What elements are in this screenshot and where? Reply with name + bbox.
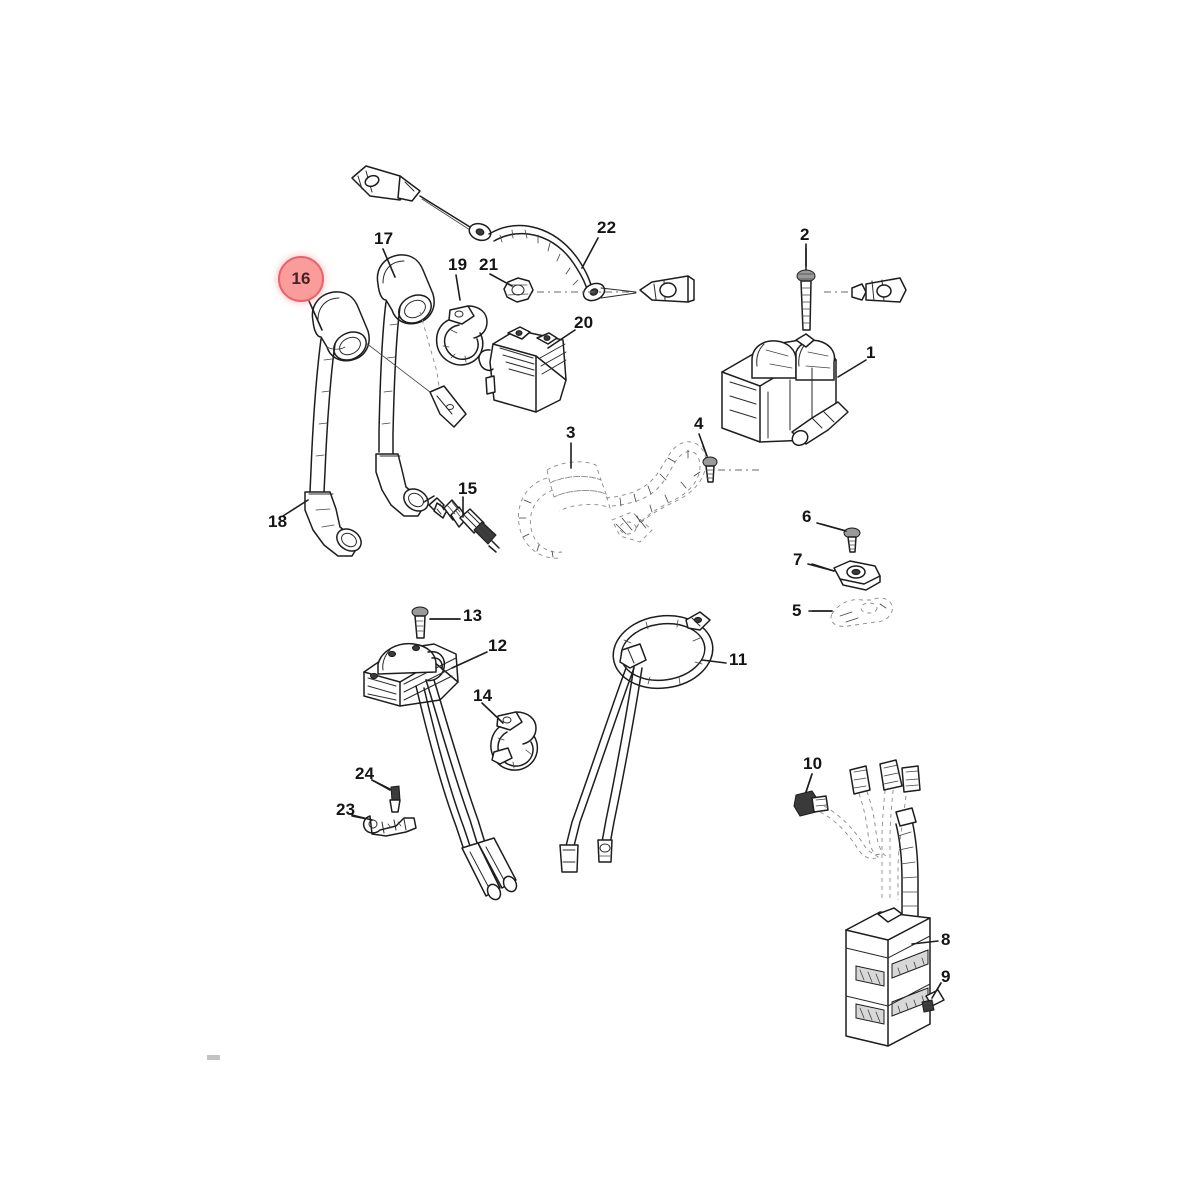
- callout-label-19[interactable]: 19: [448, 255, 468, 274]
- callout-label-13[interactable]: 13: [463, 606, 483, 625]
- callout-label-10[interactable]: 10: [803, 754, 823, 773]
- callout-label-11[interactable]: 11: [729, 650, 748, 669]
- part-15-spark-plug: [423, 495, 500, 553]
- part-14-wire-retainer-clamp: [490, 711, 539, 771]
- part-10-wiring-connector-cap: [793, 773, 829, 817]
- highlighted-callout-badge-16[interactable]: 16: [278, 256, 324, 302]
- part-21-lock-nut: [503, 277, 534, 303]
- part-22-ground-cable-strap: [351, 165, 695, 303]
- callout-label-14[interactable]: 14: [473, 686, 493, 705]
- part-3-ground-strap-assembly: [518, 441, 707, 559]
- part-1-ignition-coil: [721, 333, 849, 447]
- part-8-switch-box-cdi-module: [845, 907, 931, 1047]
- callout-label-4[interactable]: 4: [694, 414, 704, 433]
- callout-leader-lines: [282, 237, 942, 999]
- callout-label-1[interactable]: 1: [866, 343, 876, 362]
- callout-label-5[interactable]: 5: [792, 601, 802, 620]
- part-19-cable-clamp-ring: [435, 305, 488, 366]
- corner-registration-mark: [207, 1055, 220, 1060]
- part-11-trigger-pulser-coil: [559, 611, 714, 873]
- coil-terminal-boot-upper: [824, 277, 907, 303]
- callout-label-22[interactable]: 22: [597, 218, 617, 237]
- switch-box-wiring-harness: [819, 759, 921, 921]
- callout-label-17[interactable]: 17: [374, 229, 394, 248]
- part-12-stator-charge-coil: [363, 642, 518, 901]
- callout-label-7[interactable]: 7: [793, 550, 803, 569]
- callout-label-24[interactable]: 24: [355, 764, 375, 783]
- part-16-spark-plug-lead-left: [304, 291, 370, 557]
- part-20-ignition-coil-secondary: [478, 326, 567, 413]
- part-2-coil-mounting-bolt: [796, 247, 816, 331]
- part-4-ground-screw: [702, 445, 760, 483]
- callout-label-6[interactable]: 6: [802, 507, 812, 526]
- part-17-spark-plug-lead-right: [365, 254, 467, 517]
- callout-label-3[interactable]: 3: [566, 423, 576, 442]
- part-24-bullet-connector-male: [371, 779, 401, 813]
- part-6-retaining-screw: [820, 523, 861, 553]
- callout-label-12[interactable]: 12: [488, 636, 508, 655]
- callout-label-2[interactable]: 2: [800, 225, 810, 244]
- callout-label-20[interactable]: 20: [574, 313, 594, 332]
- part-5-gasket-cover: [811, 597, 893, 627]
- part-23-bullet-connector-female: [351, 815, 417, 837]
- callout-label-23[interactable]: 23: [336, 800, 356, 819]
- part-13-stator-screw: [411, 606, 461, 639]
- callout-label-9[interactable]: 9: [941, 967, 951, 986]
- callout-label-15[interactable]: 15: [458, 479, 478, 498]
- part-7-terminal-plate-washer: [811, 560, 881, 591]
- callout-label-21[interactable]: 21: [479, 255, 499, 274]
- callout-label-8[interactable]: 8: [941, 930, 951, 949]
- callout-label-18[interactable]: 18: [268, 512, 288, 531]
